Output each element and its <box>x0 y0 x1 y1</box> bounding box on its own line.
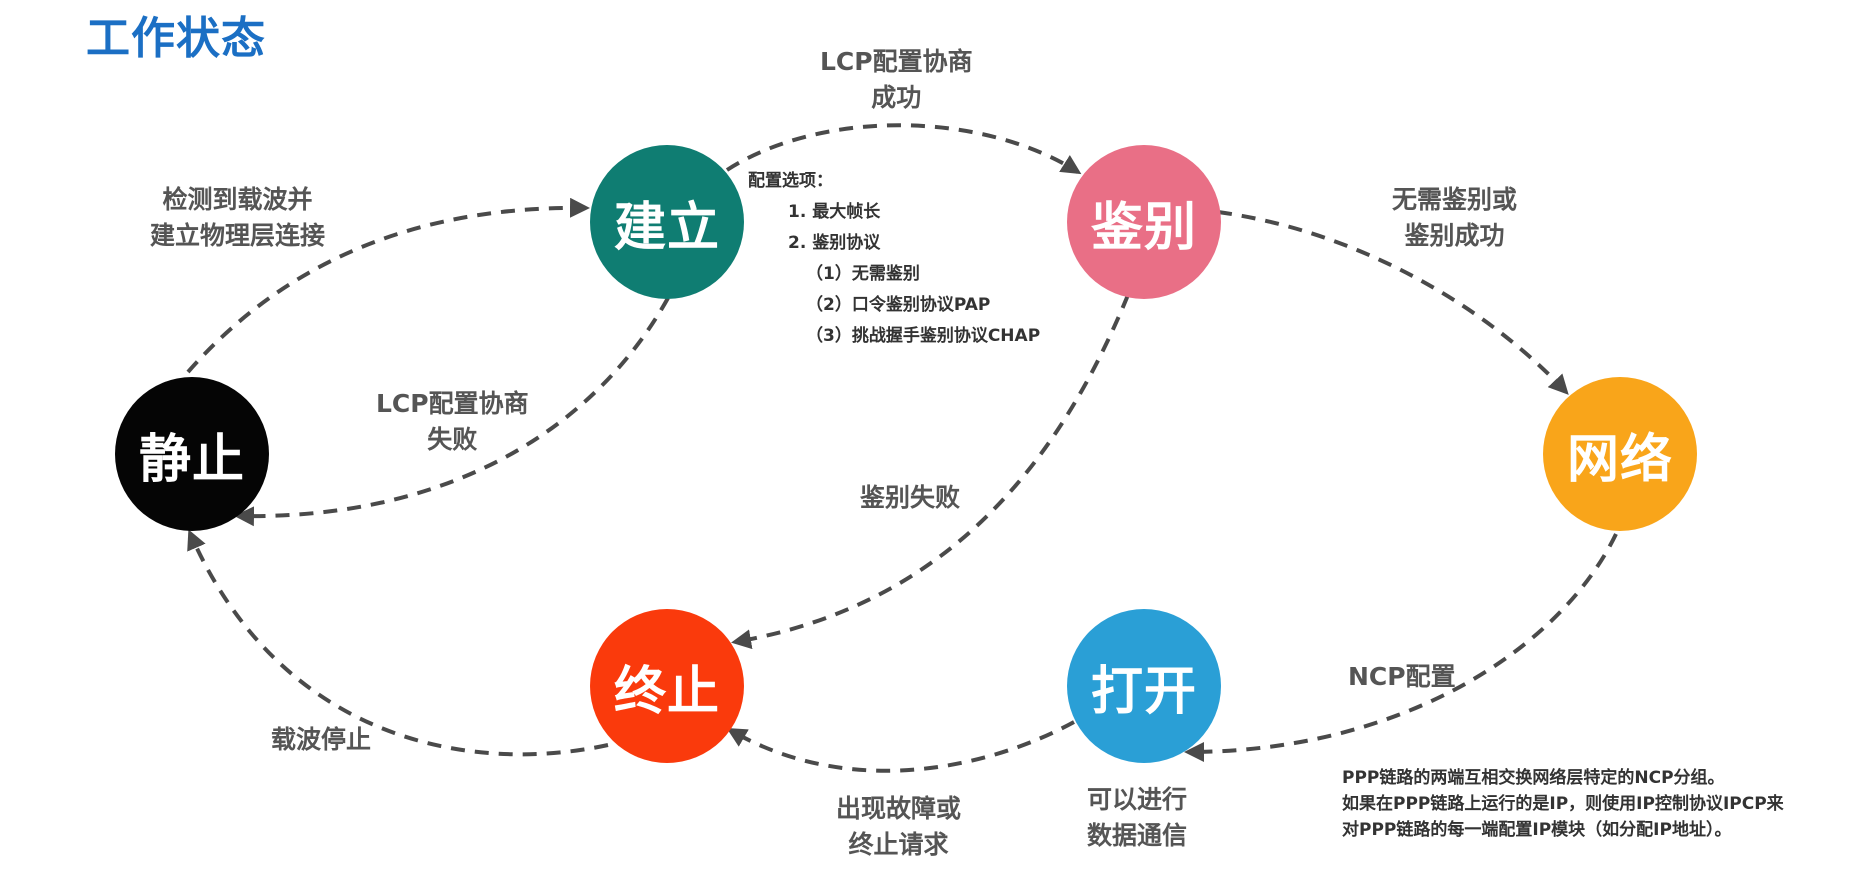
arrow-open-to-terminate <box>726 720 1075 773</box>
label-terminate-to-idle: 载波停止 <box>271 725 372 754</box>
label-open-state: 可以进行 数据通信 <box>1087 785 1188 850</box>
arrow-idle-to-establish <box>186 197 590 374</box>
arrow-auth-to-network <box>1217 210 1569 395</box>
ncp-note: PPP链路的两端互相交换网络层特定的NCP分组。 如果在PPP链路上运行的是IP… <box>1342 765 1784 843</box>
ncp-note-line: 如果在PPP链路上运行的是IP，则使用IP控制协议IPCP来 <box>1342 794 1784 814</box>
label-open-to-terminate: 出现故障或 终止请求 <box>836 794 962 859</box>
config-options-heading: 配置选项： <box>748 171 833 191</box>
config-options: 配置选项： 1. 最大帧长 2. 鉴别协议 （1）无需鉴别 （2）口令鉴别协议P… <box>748 166 1040 352</box>
label-auth-to-terminate: 鉴别失败 <box>860 483 961 512</box>
config-option-item: 1. 最大帧长 <box>788 202 881 222</box>
state-auth-node: 鉴别 <box>1067 145 1221 299</box>
state-auth-label: 鉴别 <box>1090 197 1197 258</box>
label-auth-to-network: 无需鉴别或 鉴别成功 <box>1392 185 1518 250</box>
label-establish-to-idle: LCP配置协商 失败 <box>376 389 529 454</box>
arrow-network-to-open <box>1184 533 1618 762</box>
state-terminate-node: 终止 <box>590 609 744 763</box>
state-open-node: 打开 <box>1067 609 1221 763</box>
state-idle-label: 静止 <box>138 429 245 490</box>
label-network-to-open: NCP配置 <box>1348 662 1456 691</box>
state-idle-node: 静止 <box>115 377 269 531</box>
arrow-establish-to-auth <box>725 123 1082 175</box>
page-title: 工作状态 <box>86 13 266 64</box>
ncp-note-line: 对PPP链路的每一端配置IP模块（如分配IP地址）。 <box>1342 820 1732 840</box>
label-idle-to-establish: 检测到载波并 建立物理层连接 <box>150 185 326 250</box>
label-establish-to-auth: LCP配置协商 成功 <box>820 47 973 112</box>
state-open-label: 打开 <box>1090 661 1197 722</box>
ncp-note-line: PPP链路的两端互相交换网络层特定的NCP分组。 <box>1342 768 1725 788</box>
config-option-subitem: （1）无需鉴别 <box>806 264 920 284</box>
config-option-subitem: （3）挑战握手鉴别协议CHAP <box>806 326 1041 346</box>
state-establish-node: 建立 <box>590 145 744 299</box>
arrow-auth-to-terminate <box>731 294 1130 650</box>
state-network-node: 网络 <box>1543 377 1697 531</box>
state-establish-label: 建立 <box>613 197 720 258</box>
config-option-item: 2. 鉴别协议 <box>788 233 881 253</box>
config-option-subitem: （2）口令鉴别协议PAP <box>806 295 991 315</box>
state-terminate-label: 终止 <box>613 661 720 722</box>
arrow-terminate-to-idle <box>187 529 609 757</box>
arrow-establish-to-idle <box>234 297 670 527</box>
state-network-label: 网络 <box>1566 429 1673 490</box>
